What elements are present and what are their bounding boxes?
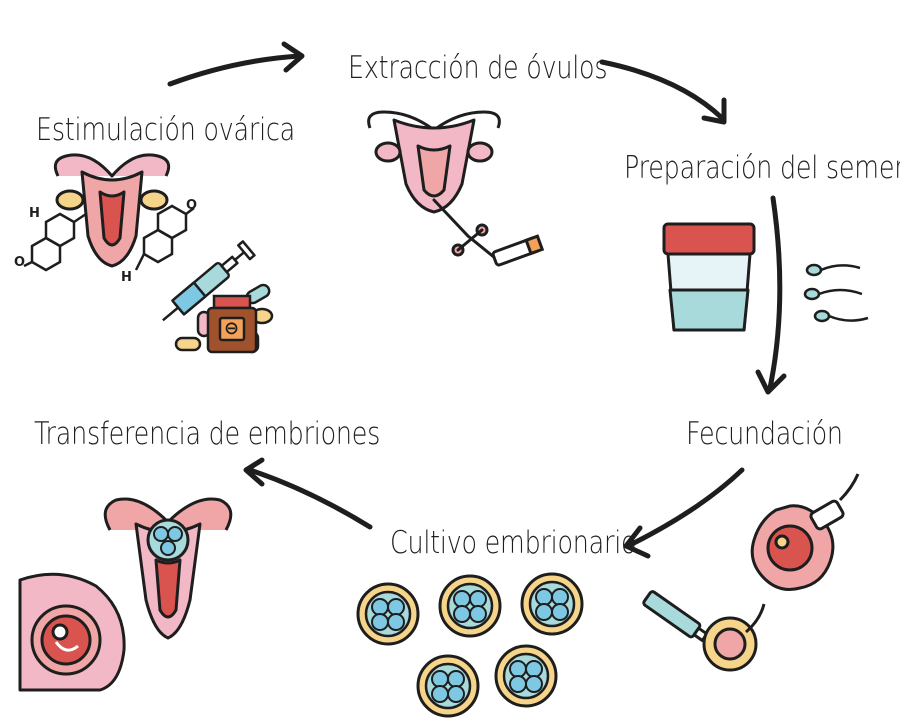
- syringe-icon: [162, 240, 256, 322]
- pregnancy-icon: [18, 572, 126, 692]
- molecule-atom-h: H: [121, 270, 132, 285]
- uterus-icon: [367, 110, 501, 214]
- pill-bottle-symbol: ⊖: [224, 318, 239, 339]
- pill-bottle-icon: [206, 294, 258, 354]
- microneedle-icon: [809, 473, 860, 531]
- needle-icon: [432, 198, 545, 267]
- step-label-culture: Cultivo embrionario: [390, 525, 637, 561]
- sperm-icon: [803, 263, 869, 323]
- arrow-semen-to-fertilization: [755, 195, 787, 395]
- injection-needle-icon: [642, 590, 766, 672]
- uterus-icon: [53, 153, 171, 268]
- uterus-icon: [103, 497, 233, 640]
- arrow-fertilization-to-culture: [623, 467, 745, 559]
- molecule-atom-o: O: [14, 255, 25, 270]
- arrow-retrieval-to-semen: [599, 59, 727, 125]
- molecule-icon: [134, 204, 195, 271]
- sample-cup-icon: [662, 222, 756, 332]
- step-label-retrieval: Extracción de óvulos: [348, 50, 608, 86]
- molecule-icon: [23, 212, 87, 272]
- step-label-stimulation: Estimulación ovárica: [36, 112, 295, 148]
- step-label-fertilization: Fecundación: [686, 416, 843, 452]
- step-label-transfer: Transferencia de embriones: [34, 416, 381, 452]
- arrow-stimulation-to-retrieval: [167, 41, 305, 87]
- arrow-culture-to-transfer: [243, 457, 373, 530]
- step-label-semen: Preparación del semen: [624, 150, 900, 186]
- molecule-atom-o: O: [186, 198, 197, 213]
- egg-cell-icon: [750, 504, 835, 591]
- molecule-atom-h: H: [29, 206, 40, 221]
